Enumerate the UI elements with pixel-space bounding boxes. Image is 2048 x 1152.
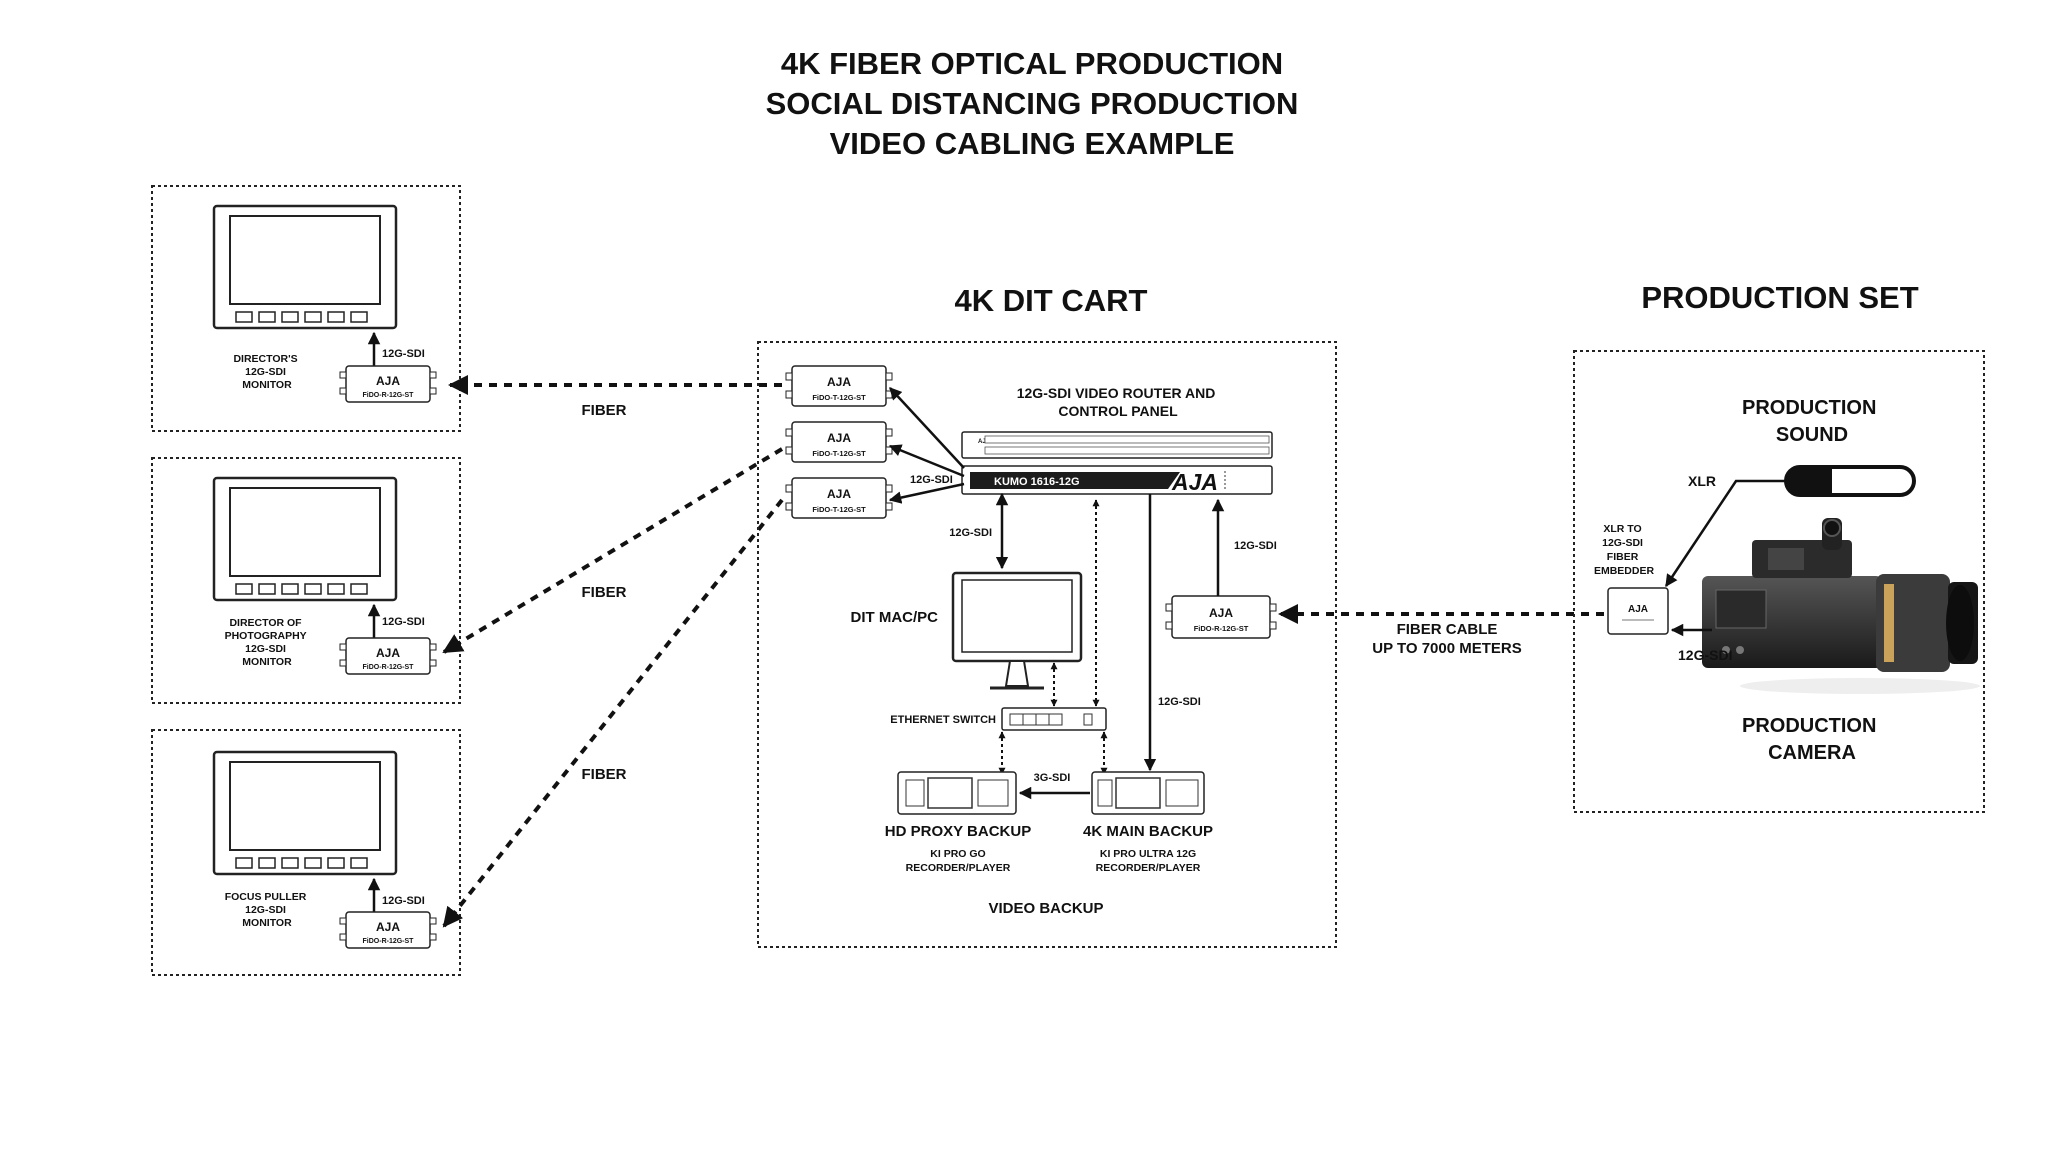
monitor-icon: [212, 204, 398, 330]
production-sound-label: PRODUCTION SOUND: [1742, 397, 1882, 446]
switch-label: ETHERNET SWITCH: [890, 714, 996, 726]
link-router-main: 12G-SDI: [1158, 696, 1201, 708]
video-backup-label: VIDEO BACKUP: [988, 900, 1103, 917]
link-main-proxy: 3G-SDI: [1034, 772, 1071, 784]
monitor-icon: [212, 476, 398, 602]
microphone-icon: [1784, 465, 1916, 497]
svg-text:FiDO-T-12G-ST: FiDO-T-12G-ST: [812, 505, 866, 514]
svg-text:FiDO-T-12G-ST: FiDO-T-12G-ST: [812, 449, 866, 458]
dit-cart-heading: 4K DIT CART: [955, 283, 1148, 318]
svg-text:AJA: AJA: [1209, 606, 1233, 620]
link-router-rx: 12G-SDI: [1234, 540, 1277, 552]
zone-border: [757, 341, 1337, 948]
aja-logo: AJA: [376, 374, 400, 388]
monitor-label: DIRECTOR'S 12G-SDI MONITOR: [233, 353, 300, 391]
fido-receiver: AJA FiDO-R-12G-ST: [339, 637, 437, 675]
router-label: 12G-SDI VIDEO ROUTER AND CONTROL PANEL: [1017, 385, 1220, 419]
xlr-label: XLR: [1688, 473, 1716, 489]
proxy-sub1: KI PRO GO: [930, 848, 985, 860]
xlr-cable: [1664, 479, 1786, 588]
link-router-tx: 12G-SDI: [910, 474, 953, 486]
fiber-main-line2: UP TO 7000 METERS: [1372, 640, 1522, 657]
fido-receiver-cart: AJA FiDO-R-12G-ST: [1165, 595, 1277, 639]
dit-mac-monitor: [951, 571, 1083, 690]
aja-logo: AJA: [376, 646, 400, 660]
fido-transmitter: AJA FiDO-T-12G-ST: [785, 365, 893, 407]
title-line-1: 4K FIBER OPTICAL PRODUCTION: [781, 46, 1283, 81]
camera-icon: [1702, 518, 1980, 694]
title-line-2: SOCIAL DISTANCING PRODUCTION: [766, 86, 1299, 121]
arrow-router-tx2: [888, 444, 965, 478]
router-control-panel: AJA: [961, 431, 1273, 459]
ethernet-switch: [1001, 707, 1107, 731]
link-label: 12G-SDI: [382, 348, 425, 360]
fiber-label-2: FIBER: [582, 584, 627, 601]
fiber-link-dop: [442, 447, 784, 654]
monitor-zone-dop: DIRECTOR OF PHOTOGRAPHY 12G-SDI MONITOR …: [151, 457, 461, 704]
svg-text:AJA: AJA: [827, 375, 851, 389]
aja-logo: AJA: [1171, 469, 1218, 495]
mac-label: DIT MAC/PC: [851, 609, 939, 626]
svg-text:FiDO-T-12G-ST: FiDO-T-12G-ST: [812, 393, 866, 402]
monitor-icon: [212, 750, 398, 876]
main-sub2: RECORDER/PLAYER: [1096, 862, 1201, 874]
fido-receiver: AJA FiDO-R-12G-ST: [339, 365, 437, 403]
arrow-router-tx3: [888, 482, 965, 504]
ki-pro-go-recorder: [897, 771, 1017, 815]
camera-link: 12G-SDI: [1678, 647, 1732, 663]
fido-transmitter: AJA FiDO-T-12G-ST: [785, 477, 893, 519]
fiber-label-3: FIBER: [582, 766, 627, 783]
fiber-link-focus-puller: [442, 498, 784, 928]
production-set-zone: PRODUCTION SET PRODUCTION SOUND XLR XLR …: [1573, 280, 1985, 813]
monitor-zone-director: DIRECTOR'S 12G-SDI MONITOR 12G-SDI AJA F…: [151, 185, 461, 432]
aja-logo: AJA: [376, 920, 400, 934]
production-camera-label: PRODUCTION CAMERA: [1742, 715, 1882, 764]
main-title: 4K MAIN BACKUP: [1083, 823, 1213, 840]
fiber-label-1: FIBER: [582, 402, 627, 419]
fiber-link-main: FIBER CABLE UP TO 7000 METERS: [1278, 604, 1604, 657]
svg-text:AJA: AJA: [827, 431, 851, 445]
arrow-router-tx1: [889, 387, 965, 469]
monitor-zone-focus-puller: FOCUS PULLER 12G-SDI MONITOR 12G-SDI AJA…: [151, 729, 461, 976]
fiber-links-monitors: FIBER FIBER FIBER: [442, 375, 784, 928]
receiver-model: FiDO-R-12G-ST: [363, 664, 415, 671]
dit-cart-zone: 4K DIT CART AJA FiDO-T-12G-ST AJA FiDO-T…: [757, 283, 1337, 948]
monitor-label: FOCUS PULLER 12G-SDI MONITOR: [225, 891, 310, 929]
monitor-label: DIRECTOR OF PHOTOGRAPHY 12G-SDI MONITOR: [225, 617, 310, 668]
ki-pro-ultra-recorder: [1091, 771, 1205, 815]
router-model: KUMO 1616-12G: [994, 476, 1080, 488]
fiber-embedder: AJA: [1607, 587, 1669, 635]
fiber-main-line1: FIBER CABLE: [1397, 621, 1498, 638]
kumo-router: KUMO 1616-12G AJA: [961, 465, 1273, 495]
link-label: 12G-SDI: [382, 895, 425, 907]
fido-receiver: AJA FiDO-R-12G-ST: [339, 911, 437, 949]
embedder-label: XLR TO 12G-SDI FIBER EMBEDDER: [1594, 523, 1655, 577]
svg-text:AJA: AJA: [827, 487, 851, 501]
zone-border: [1573, 350, 1985, 813]
production-set-heading: PRODUCTION SET: [1641, 280, 1918, 315]
svg-text:AJA: AJA: [978, 439, 991, 445]
diagram-title: 4K FIBER OPTICAL PRODUCTION SOCIAL DISTA…: [766, 46, 1299, 161]
svg-text:AJA: AJA: [1628, 604, 1648, 615]
receiver-model: FiDO-R-12G-ST: [1194, 624, 1249, 633]
proxy-sub2: RECORDER/PLAYER: [906, 862, 1011, 874]
link-router-mac: 12G-SDI: [949, 527, 992, 539]
link-label: 12G-SDI: [382, 616, 425, 628]
main-sub1: KI PRO ULTRA 12G: [1100, 848, 1196, 860]
fido-transmitter: AJA FiDO-T-12G-ST: [785, 421, 893, 463]
title-line-3: VIDEO CABLING EXAMPLE: [830, 126, 1235, 161]
receiver-model: FiDO-R-12G-ST: [363, 938, 415, 945]
proxy-title: HD PROXY BACKUP: [885, 823, 1031, 840]
receiver-model: FiDO-R-12G-ST: [363, 392, 415, 399]
